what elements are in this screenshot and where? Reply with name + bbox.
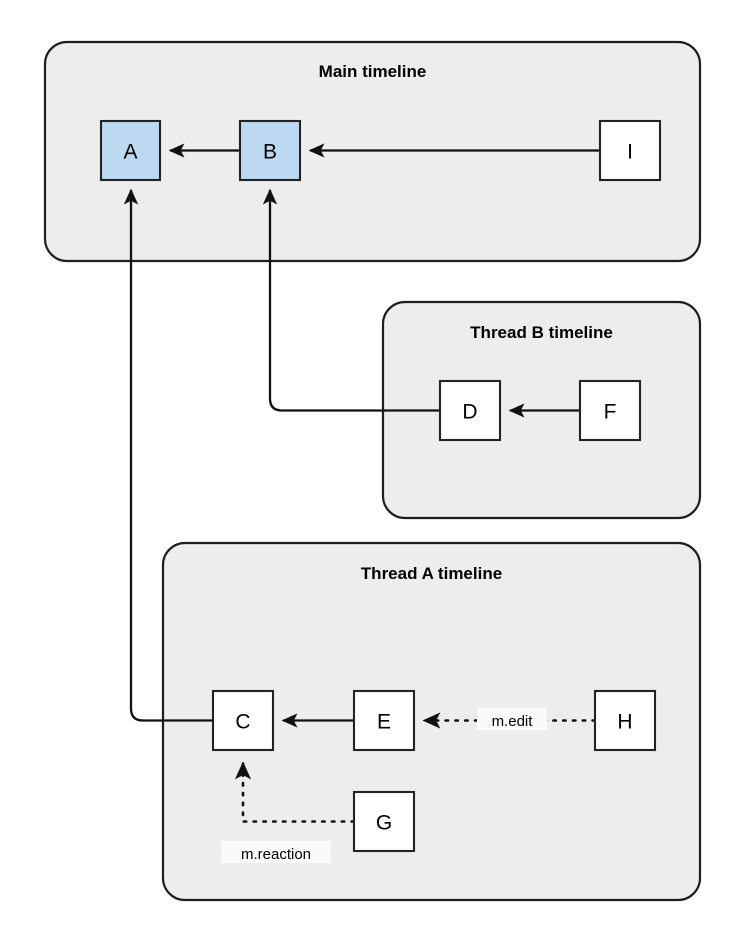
node-e-label: E (377, 711, 391, 734)
node-b-box (238, 119, 302, 182)
edge-d-to-b (262, 188, 440, 412)
node-d-box (438, 379, 502, 442)
node-e[interactable]: E (352, 689, 416, 752)
node-d-label: D (462, 401, 477, 424)
node-h[interactable]: H (593, 689, 657, 752)
node-i-box (598, 119, 662, 182)
node-c-box (211, 689, 275, 752)
edge-label-m-edit: m.edit (477, 708, 547, 730)
node-d[interactable]: D (438, 379, 502, 442)
node-a-label: A (123, 141, 137, 164)
node-b-label: B (263, 141, 277, 164)
node-h-box (593, 689, 657, 752)
node-c-label: C (235, 711, 250, 734)
node-f[interactable]: F (578, 379, 642, 442)
node-c[interactable]: C (211, 689, 275, 752)
edge-label-m-reaction: m.reaction (221, 841, 331, 863)
node-b[interactable]: B (238, 119, 302, 182)
node-g[interactable]: G (352, 790, 416, 853)
node-a[interactable]: A (99, 119, 162, 182)
node-f-label: F (604, 401, 617, 424)
node-g-label: G (376, 812, 392, 835)
group-thread-a-timeline-title: Thread A timeline (361, 564, 502, 583)
group-main-timeline-title: Main timeline (319, 62, 427, 81)
node-e-box (352, 689, 416, 752)
edge-label-m-edit-text: m.edit (492, 713, 534, 730)
node-f-box (578, 379, 642, 442)
node-i[interactable]: I (598, 119, 662, 182)
node-i-label: I (627, 141, 633, 164)
group-thread-b-timeline-title: Thread B timeline (470, 323, 613, 342)
node-g-box (352, 790, 416, 853)
node-a-box (99, 119, 162, 182)
edge-label-m-edit-background (477, 708, 547, 730)
edge-label-m-reaction-text: m.reaction (241, 846, 311, 863)
edge-label-m-reaction-background (221, 841, 331, 863)
edge-g-to-c (234, 761, 356, 823)
node-h-label: H (617, 711, 632, 734)
edge-c-to-a (123, 188, 213, 722)
